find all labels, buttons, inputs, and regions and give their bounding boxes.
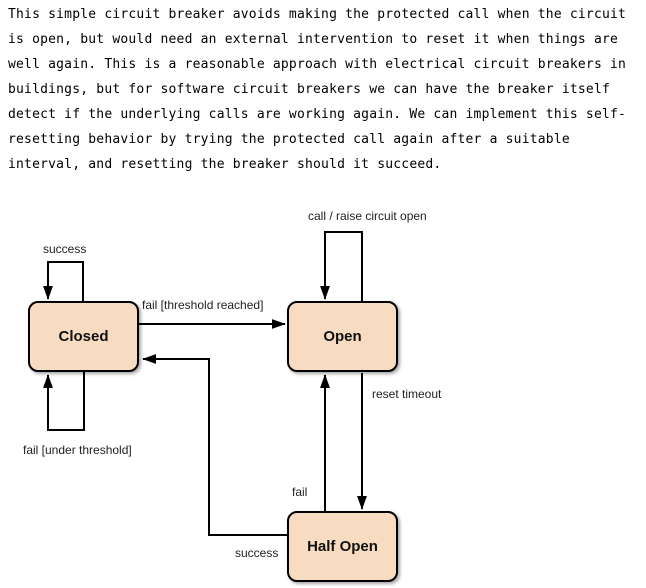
label-halfopen-success: success <box>235 546 279 560</box>
transition-halfopen-to-closed <box>142 354 288 536</box>
state-half-open: Half Open <box>287 511 398 582</box>
transition-open-self-loop <box>320 231 363 302</box>
label-fail-threshold-reached: fail [threshold reached] <box>142 298 264 312</box>
label-reset-timeout: reset timeout <box>372 387 442 401</box>
state-half-open-label: Half Open <box>307 538 378 555</box>
label-fail-under-threshold: fail [under threshold] <box>23 443 132 457</box>
state-closed: Closed <box>28 301 139 372</box>
transition-closed-fail-loop <box>43 372 85 431</box>
state-open-label: Open <box>323 328 362 345</box>
intro-paragraph: This simple circuit breaker avoids makin… <box>8 7 627 172</box>
state-closed-label: Closed <box>58 328 109 345</box>
label-call-raise-circuit-open: call / raise circuit open <box>308 209 427 223</box>
transition-closed-success-loop <box>43 261 84 302</box>
label-halfopen-fail: fail <box>292 485 308 499</box>
state-open: Open <box>287 301 398 372</box>
label-closed-success: success <box>43 242 87 256</box>
